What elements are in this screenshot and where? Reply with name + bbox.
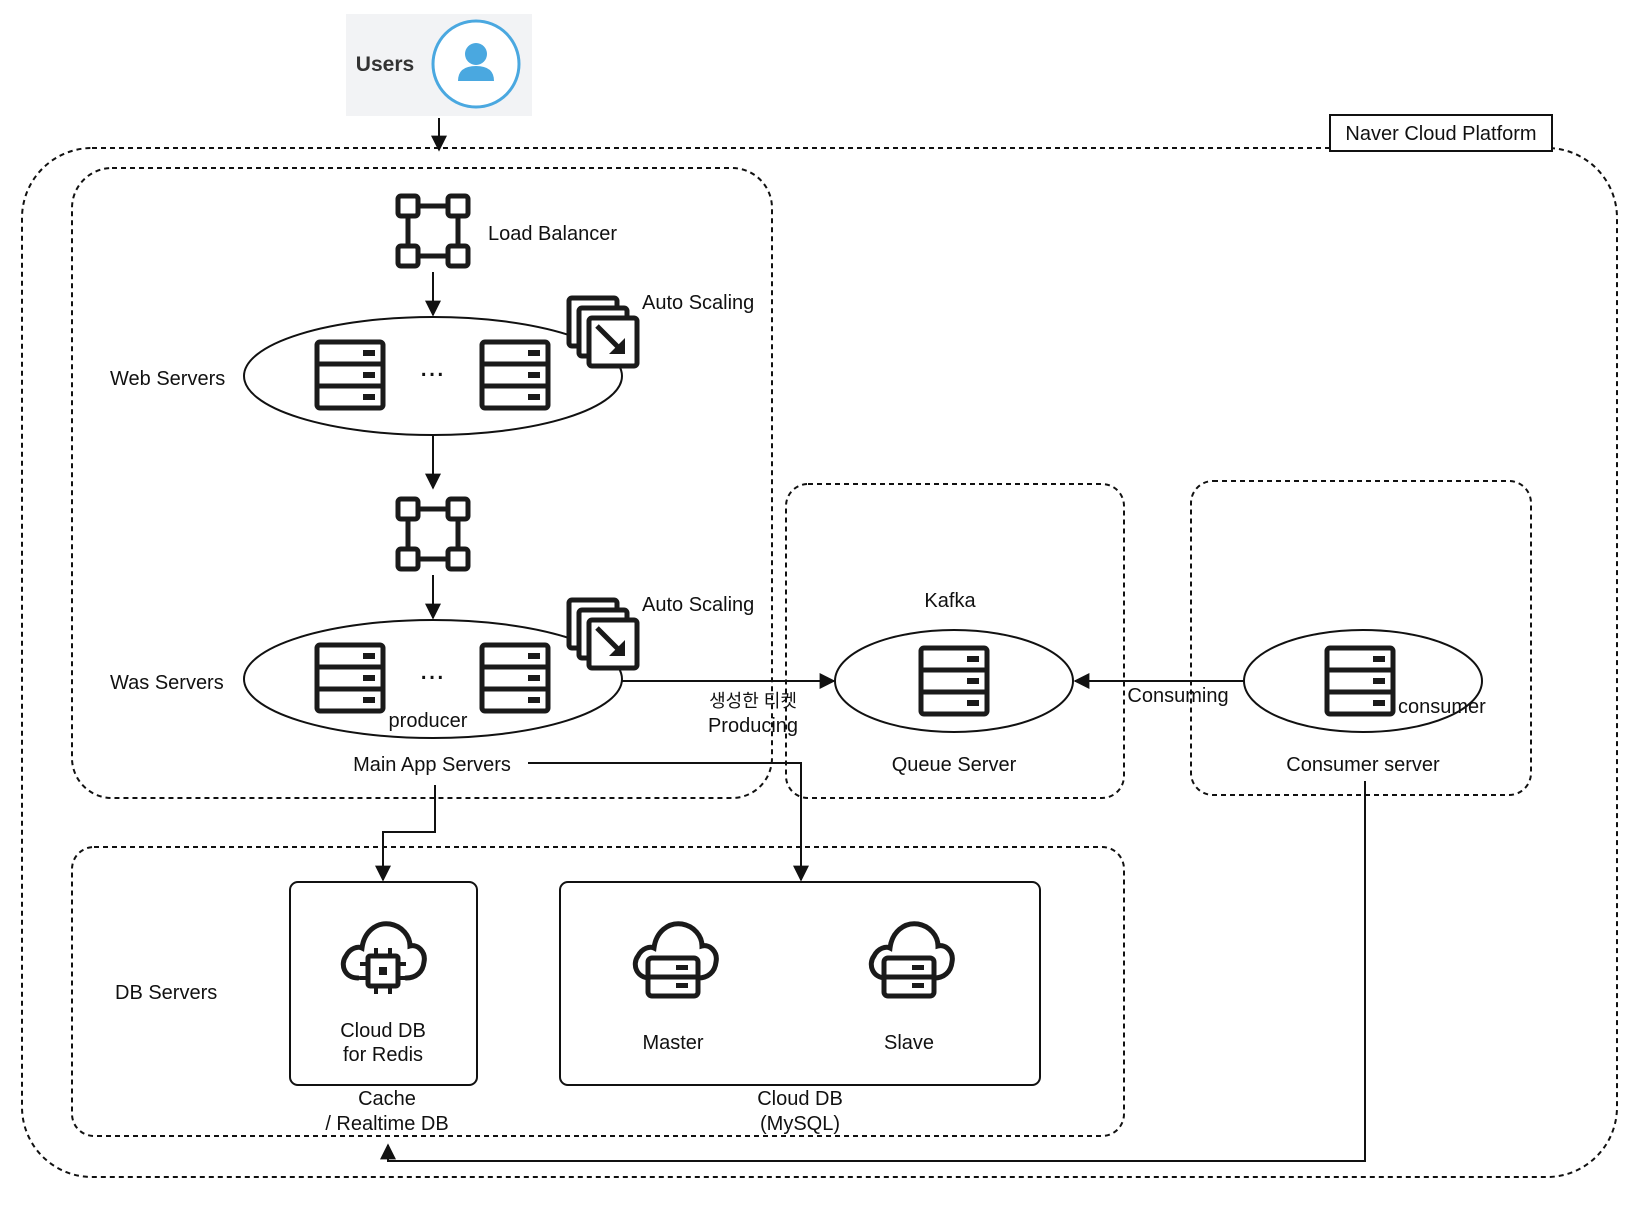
load-balancer-icon	[398, 196, 468, 266]
server-icon	[921, 648, 987, 714]
auto-scaling-icon	[569, 298, 637, 366]
load-balancer-icon	[398, 499, 468, 569]
db-servers-label: DB Servers	[115, 982, 217, 1004]
mysql-box	[559, 881, 1041, 1086]
web-servers-label: Web Servers	[110, 368, 225, 390]
consumer-server-group	[1190, 480, 1532, 796]
kafka-label: Kafka	[924, 590, 976, 612]
user-icon	[431, 19, 521, 109]
app-to-redis-arrow	[375, 785, 436, 882]
platform-label: Naver Cloud Platform	[1345, 123, 1536, 145]
users-label: Users	[356, 53, 414, 76]
redis-caption1: Cache	[358, 1088, 416, 1110]
producing-label-en: Producing	[708, 715, 798, 737]
producer-label: producer	[389, 710, 468, 732]
slave-label: Slave	[884, 1032, 934, 1054]
main-app-group	[71, 167, 773, 799]
mysql-caption1: Cloud DB	[757, 1088, 843, 1110]
server-icon	[1327, 648, 1393, 714]
consumer-to-redis-arrow	[380, 781, 1366, 1162]
master-label: Master	[642, 1032, 703, 1054]
redis-caption2: / Realtime DB	[325, 1113, 448, 1135]
server-icon	[317, 645, 383, 711]
auto-scaling-label-2: Auto Scaling	[642, 594, 754, 616]
redis-line1: Cloud DB	[340, 1020, 426, 1042]
platform-boundary	[21, 147, 1618, 1178]
consumer-server-label: Consumer server	[1286, 754, 1440, 776]
main-app-label: Main App Servers	[353, 754, 511, 776]
was-servers-label: Was Servers	[110, 672, 224, 694]
server-icon	[317, 342, 383, 408]
consumer-inner-label: consumer	[1398, 696, 1486, 718]
was-ellipsis: ...	[419, 653, 444, 686]
cloud-db-icon	[635, 924, 716, 999]
cloud-db-icon	[871, 924, 952, 999]
cloud-chip-icon	[343, 924, 424, 994]
auto-scaling-label-1: Auto Scaling	[642, 292, 754, 314]
producing-label-ko: 생성한 티켓	[709, 691, 797, 711]
load-balancer-label: Load Balancer	[488, 223, 617, 245]
platform-label-box	[1329, 114, 1553, 152]
server-icon	[482, 342, 548, 408]
app-to-mysql-arrow	[528, 762, 809, 882]
web-ellipsis: ...	[419, 350, 444, 383]
server-icon	[482, 645, 548, 711]
consuming-label: Consuming	[1127, 685, 1228, 707]
redis-line2: for Redis	[343, 1044, 423, 1066]
auto-scaling-icon	[569, 600, 637, 668]
mysql-caption2: (MySQL)	[760, 1113, 840, 1135]
db-servers-group	[71, 846, 1125, 1137]
queue-server-group	[785, 483, 1125, 799]
queue-server-label: Queue Server	[892, 754, 1017, 776]
